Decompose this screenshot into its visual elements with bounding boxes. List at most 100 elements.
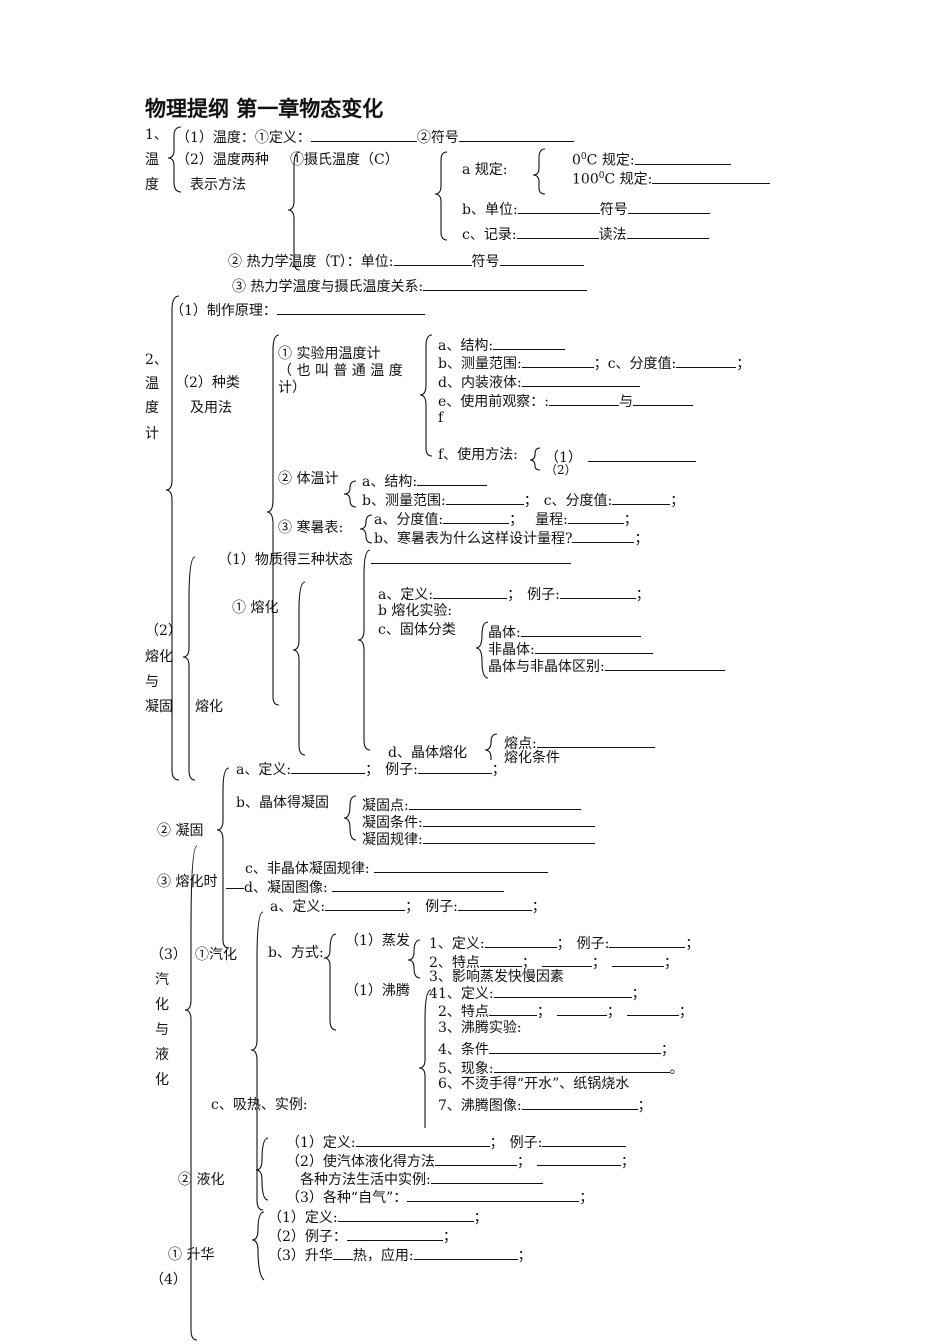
blank[interactable] (433, 584, 508, 599)
s1-thermo: ② 热力学温度（T）：单位:符号 (228, 251, 584, 271)
brace-s4 (184, 845, 198, 1341)
blank[interactable] (291, 759, 366, 774)
blank[interactable] (626, 224, 709, 239)
blank[interactable] (534, 639, 653, 654)
s2-lab3: 计） (278, 380, 306, 396)
s1-relation: ③ 热力学温度与摄氏温度关系: (232, 276, 588, 296)
s3-noncrystal: 非晶体: (488, 639, 653, 659)
blank[interactable] (413, 1245, 518, 1260)
s3-f-d: d、凝固图像: (244, 877, 504, 897)
blank[interactable] (633, 391, 694, 406)
s1-q1: （1）温度：①定义：②符号 (176, 127, 574, 147)
s4-v-a: a、定义:；例子:； (270, 896, 546, 916)
s2-principle: （1）制作原理： (170, 300, 425, 320)
blank[interactable] (488, 1039, 661, 1054)
s4-sub: ① 升华 (168, 1247, 215, 1263)
blank[interactable] (430, 1169, 543, 1184)
blank[interactable] (417, 471, 488, 486)
s4-l3: （3）各种“自气”：； (286, 1187, 593, 1207)
blank[interactable] (325, 896, 406, 911)
s2-f-letter: f (438, 410, 444, 426)
s2-a-struct: a、结构: (438, 335, 566, 355)
blank[interactable] (676, 353, 737, 368)
blank[interactable] (609, 933, 686, 948)
blank[interactable] (517, 199, 600, 214)
blank[interactable] (445, 490, 524, 505)
blank[interactable] (434, 1151, 517, 1166)
brace-method (323, 933, 337, 1031)
blank[interactable] (521, 1095, 638, 1110)
blank[interactable] (493, 983, 632, 998)
s1-b-unit: b、单位:符号 (462, 199, 710, 219)
blank[interactable] (493, 1058, 670, 1073)
blank[interactable] (542, 1132, 627, 1147)
blank[interactable] (458, 127, 574, 142)
blank[interactable] (572, 528, 635, 543)
blank[interactable] (626, 1001, 679, 1016)
blank[interactable] (373, 858, 548, 873)
blank[interactable] (422, 812, 595, 827)
blank[interactable] (484, 933, 557, 948)
brace-c-items (434, 151, 448, 241)
brace-fuse (529, 447, 541, 471)
blank[interactable] (331, 877, 504, 892)
blank[interactable] (488, 1001, 537, 1016)
blank[interactable] (612, 490, 671, 505)
blank[interactable] (627, 199, 710, 214)
blank[interactable] (332, 1245, 353, 1260)
brace-solid (475, 621, 489, 679)
brace-freeze (216, 767, 230, 949)
s1-q2a: （2）温度两种 (176, 152, 269, 168)
blank[interactable] (310, 127, 417, 142)
blank[interactable] (559, 584, 636, 599)
s4-boil: （1）沸腾 (345, 983, 410, 999)
blank[interactable] (355, 1132, 490, 1147)
blank[interactable] (370, 549, 571, 564)
blank[interactable] (408, 795, 581, 810)
blank[interactable] (407, 1187, 580, 1202)
brace-s2 (165, 295, 180, 781)
blank[interactable] (541, 952, 592, 967)
blank[interactable] (479, 952, 522, 967)
s4-label-1: （3） (150, 947, 187, 963)
blank[interactable] (337, 1207, 474, 1222)
s2-kinds: （2）种类 (175, 375, 240, 391)
blank[interactable] (652, 169, 771, 184)
blank[interactable] (393, 251, 472, 266)
blank[interactable] (443, 509, 510, 524)
blank[interactable] (536, 733, 655, 748)
blank[interactable] (499, 251, 584, 266)
s3-diff: 晶体与非晶体区别: (488, 656, 725, 676)
blank[interactable] (604, 656, 725, 671)
s4-s3: （3）升华热，应用:； (268, 1245, 532, 1265)
blank[interactable] (549, 391, 620, 406)
blank[interactable] (634, 150, 731, 165)
brace-sub (251, 1211, 265, 1281)
s2-f-use2: （2） (545, 463, 577, 477)
blank[interactable] (567, 509, 624, 524)
s2-b-range: b、测量范围:；c、分度值:； (438, 353, 750, 373)
s2-f-use: f、使用方法: (438, 447, 518, 463)
blank[interactable] (276, 300, 425, 315)
blank[interactable] (346, 1226, 443, 1241)
s3-melt: ① 熔化 (232, 600, 279, 616)
blank[interactable] (493, 335, 566, 350)
blank[interactable] (611, 952, 664, 967)
underline-mark (226, 888, 244, 889)
s4-b2: 2、特点；；； (438, 1001, 693, 1021)
blank[interactable] (556, 1001, 607, 1016)
blank[interactable] (520, 622, 641, 637)
blank[interactable] (536, 1151, 621, 1166)
blank[interactable] (417, 759, 492, 774)
s1-hundred-rule: 1000C 规定: (572, 168, 771, 189)
blank[interactable] (516, 224, 599, 239)
blank[interactable] (457, 896, 532, 911)
blank[interactable] (587, 447, 696, 462)
blank[interactable] (423, 276, 588, 291)
s2-lab2: （ 也 叫 普 通 温 度 (278, 363, 403, 379)
blank[interactable] (422, 829, 595, 844)
brace-celsius (287, 151, 301, 271)
blank[interactable] (521, 353, 594, 368)
s3-fcond: 凝固条件: (362, 812, 595, 832)
blank[interactable] (521, 372, 640, 387)
